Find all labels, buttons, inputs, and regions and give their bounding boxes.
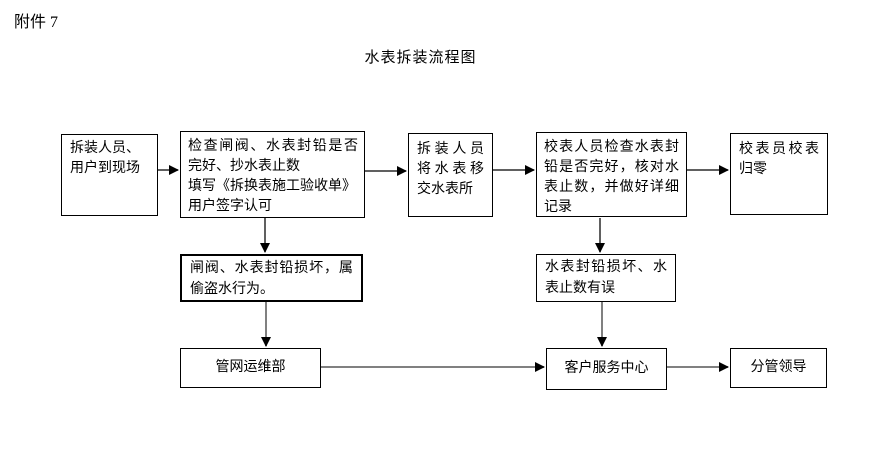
node-personnel-onsite: 拆装人员、用户到现场	[61, 134, 158, 216]
text-line: 铅是否完好，核对水	[544, 160, 679, 175]
text-line: 表止数，并做好详细	[544, 180, 679, 195]
text-line: 表止数有误	[545, 281, 615, 296]
text-line: 分管领导	[750, 360, 807, 375]
node-seal-damage-theft: 闸阀、水表封铅损坏，属偷盗水行为。	[180, 254, 363, 302]
node-verify-record: 校表人员检查水表封铅是否完好，核对水表止数，并做好详细记录	[536, 132, 687, 217]
text-line: 交水表所	[417, 182, 473, 197]
node-pipeline-dept: 管网运维部	[180, 348, 321, 388]
text-line: 完好、抄水表止数	[188, 159, 300, 174]
text-line: 拆装人员、	[70, 141, 140, 156]
text-line: 偷盗水行为。	[190, 282, 274, 297]
node-transfer-meter: 拆装人员将水表移交水表所	[408, 133, 493, 217]
node-seal-damage-misread: 水表封铅损坏、水表止数有误	[536, 254, 676, 302]
text-line: 检查闸阀、水表封铅是否	[188, 139, 358, 154]
text-line: 归零	[739, 162, 767, 177]
node-calibrate-zero: 校表员校表归零	[730, 133, 828, 215]
node-check-seal-sign: 检查闸阀、水表封铅是否完好、抄水表止数填写《拆换表施工验收单》用户签字认可	[180, 131, 365, 218]
text-line: 管网运维部	[215, 360, 286, 375]
text-line: 校表员校表	[739, 142, 819, 157]
text-line: 闸阀、水表封铅损坏，属	[190, 261, 353, 276]
text-line: 水表封铅损坏、水	[545, 260, 667, 275]
text-line: 用户签字认可	[188, 199, 272, 214]
text-line: 客户服务中心	[564, 361, 649, 376]
text-line: 拆装人员	[417, 142, 484, 157]
text-line: 校表人员检查水表封	[544, 140, 679, 155]
text-line: 将水表移	[417, 162, 484, 177]
text-line: 用户到现场	[70, 161, 140, 176]
text-line: 记录	[544, 200, 572, 215]
node-customer-service: 客户服务中心	[546, 348, 667, 390]
page-title: 水表拆装流程图	[364, 50, 477, 66]
node-leader-in-charge: 分管领导	[730, 348, 827, 388]
attachment-label: 附件 7	[14, 14, 59, 31]
text-line: 填写《拆换表施工验收单》	[188, 179, 356, 194]
